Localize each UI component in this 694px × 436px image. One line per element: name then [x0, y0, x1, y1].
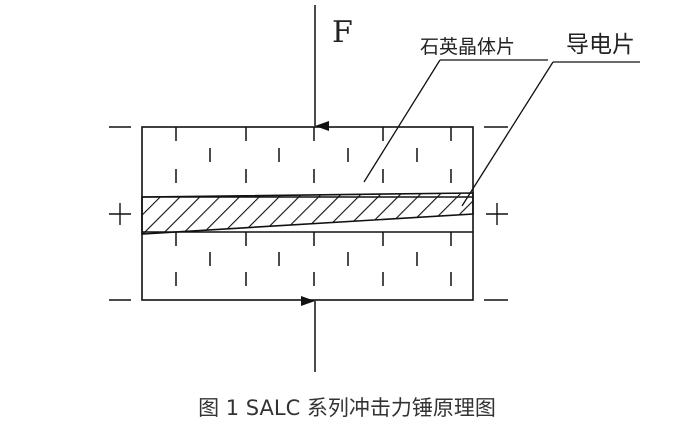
electrode-label: 导电片 — [566, 32, 635, 58]
lower-crystal-ticks — [175, 232, 452, 286]
electrode-leader-line — [461, 61, 554, 207]
conductive-electrode — [141, 192, 474, 235]
quartz-label: 石英晶体片 — [420, 36, 515, 58]
polarity-marks — [109, 126, 508, 301]
force-label: F — [332, 15, 353, 50]
quartz-leader-line — [363, 59, 441, 183]
upper-crystal-ticks — [175, 127, 452, 183]
figure-caption: 图 1 SALC 系列冲击力锤原理图 — [198, 396, 496, 420]
